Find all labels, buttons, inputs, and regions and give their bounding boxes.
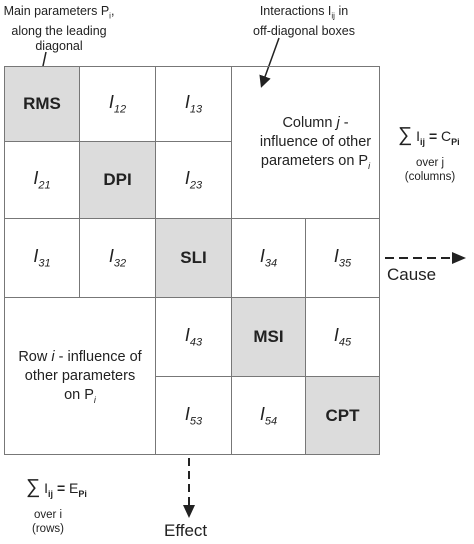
sum-rhs-sub: Pi bbox=[78, 488, 87, 499]
main-params-line2: along the leading bbox=[11, 23, 107, 38]
interactions-text: Interactions I bbox=[259, 4, 332, 18]
sum-eq: = bbox=[53, 480, 70, 496]
interactions-in: in bbox=[334, 4, 349, 18]
main-params-sub: i bbox=[109, 11, 111, 21]
diag-cell-dpi: DPI bbox=[79, 141, 156, 219]
cell-i21: I21 bbox=[4, 141, 80, 219]
sum-over: over j bbox=[415, 157, 445, 169]
interaction-label: I53 bbox=[184, 403, 203, 428]
sum-lhs-sub: ij bbox=[420, 136, 426, 147]
row-influence-box: Row i - influence of other parameters on… bbox=[4, 297, 156, 455]
interaction-label: I31 bbox=[33, 246, 51, 270]
interactions-line2: off-diagonal boxes bbox=[253, 23, 355, 38]
cell-i43: I43 bbox=[155, 297, 232, 377]
sum-paren: (rows) bbox=[32, 523, 64, 535]
sum-paren: (columns) bbox=[404, 171, 456, 183]
sum-eq: = bbox=[425, 128, 442, 144]
interaction-label: I23 bbox=[184, 168, 203, 192]
interaction-label: I45 bbox=[333, 325, 352, 349]
cell-i35: I35 bbox=[305, 218, 380, 298]
interaction-label: I34 bbox=[259, 246, 278, 270]
interactions-note: Interactions Iij in off-diagonal boxes bbox=[244, 4, 364, 39]
sum-over: over i bbox=[33, 509, 63, 521]
cell-i13: I13 bbox=[155, 66, 232, 142]
main-parameters-note: Main parameters Pi, along the leading di… bbox=[0, 4, 118, 54]
sum-lhs: I bbox=[416, 128, 421, 144]
cell-i53: I53 bbox=[155, 376, 232, 455]
cell-i31: I31 bbox=[4, 218, 80, 298]
row-sum-caption: over i (rows) bbox=[22, 508, 74, 536]
interaction-label: I32 bbox=[108, 246, 127, 270]
sum-lhs-sub: ij bbox=[48, 488, 54, 499]
row-sum-formula: ∑ Iij = EPi bbox=[26, 476, 136, 499]
cause-arrowhead bbox=[452, 252, 466, 264]
diag-label: RMS bbox=[23, 94, 61, 113]
interaction-label: I43 bbox=[184, 325, 203, 349]
sigma-symbol: ∑ bbox=[26, 476, 41, 498]
effect-arrowhead bbox=[183, 505, 195, 518]
sum-lhs: I bbox=[44, 480, 49, 496]
diag-label: DPI bbox=[103, 170, 132, 189]
column-influence-text: Column j - influence of other parameters… bbox=[259, 114, 372, 171]
cell-i23: I23 bbox=[155, 141, 232, 219]
sum-rhs: C bbox=[441, 128, 452, 144]
interaction-label: I54 bbox=[259, 403, 278, 428]
main-params-line3: diagonal bbox=[35, 38, 83, 53]
interaction-label: I13 bbox=[184, 92, 203, 116]
diag-label: SLI bbox=[180, 248, 207, 267]
column-sum-caption: over j (columns) bbox=[392, 156, 468, 184]
diag-cell-rms: RMS bbox=[4, 66, 80, 142]
interaction-label: I35 bbox=[333, 246, 352, 270]
sigma-symbol: ∑ bbox=[398, 124, 413, 146]
sum-rhs-sub: Pi bbox=[451, 136, 460, 147]
cell-i34: I34 bbox=[231, 218, 306, 298]
main-params-comma: , bbox=[110, 4, 115, 18]
diag-cell-msi: MSI bbox=[231, 297, 306, 377]
cell-i12: I12 bbox=[79, 66, 156, 142]
diag-cell-sli: SLI bbox=[155, 218, 232, 298]
interactions-sub: ij bbox=[331, 11, 335, 21]
effect-label: Effect bbox=[164, 521, 208, 540]
cell-i45: I45 bbox=[305, 297, 380, 377]
interactions-pointer bbox=[259, 37, 280, 88]
column-influence-box: Column j - influence of other parameters… bbox=[231, 66, 380, 219]
sum-rhs: E bbox=[69, 480, 79, 496]
diag-label: MSI bbox=[253, 327, 284, 346]
diag-label: CPT bbox=[325, 405, 360, 425]
cell-i54: I54 bbox=[231, 376, 306, 455]
row-influence-text: Row i - influence of other parameters on… bbox=[18, 349, 142, 405]
cell-i32: I32 bbox=[79, 218, 156, 298]
interaction-label: I21 bbox=[33, 168, 51, 192]
cause-label: Cause bbox=[387, 265, 437, 284]
column-sum-formula: ∑ Iij = CPi bbox=[398, 124, 474, 147]
interaction-label: I12 bbox=[108, 92, 127, 116]
diag-cell-cpt: CPT bbox=[305, 376, 380, 455]
main-params-text: Main parameters P bbox=[3, 4, 110, 18]
